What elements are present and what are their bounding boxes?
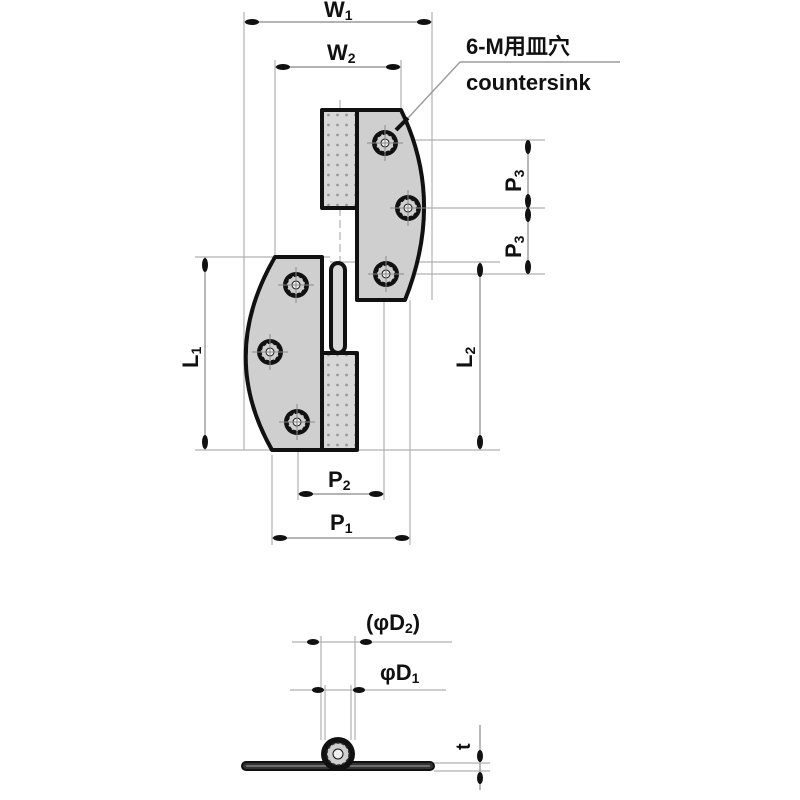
label-t: t [453, 743, 475, 750]
label-countersink-en: countersink [466, 70, 591, 95]
dimension-p2 [298, 491, 384, 497]
side-view [241, 636, 490, 790]
dimension-p1 [272, 535, 410, 541]
dimension-p3 [525, 140, 531, 274]
label-l2: L2 [452, 347, 478, 368]
upper-leaf [320, 108, 427, 302]
label-l1: L1 [178, 347, 204, 368]
label-d2: (φD2) [366, 610, 420, 636]
dimension-w2 [275, 64, 401, 70]
label-p1: P1 [330, 510, 353, 536]
countersink-leader [394, 61, 620, 132]
label-w2: W2 [327, 40, 356, 66]
label-countersink-jp: 6-M用皿穴 [466, 34, 570, 59]
label-p3-upper: P3 [501, 169, 527, 192]
label-p2: P2 [328, 467, 351, 493]
lower-leaf [243, 255, 359, 452]
dimension-w1 [244, 19, 432, 25]
dimension-l2 [477, 262, 483, 450]
label-d1: φD1 [380, 660, 420, 686]
label-p3-lower: P3 [501, 235, 527, 258]
label-w1: W1 [324, 0, 353, 23]
dimension-l1 [202, 257, 208, 450]
